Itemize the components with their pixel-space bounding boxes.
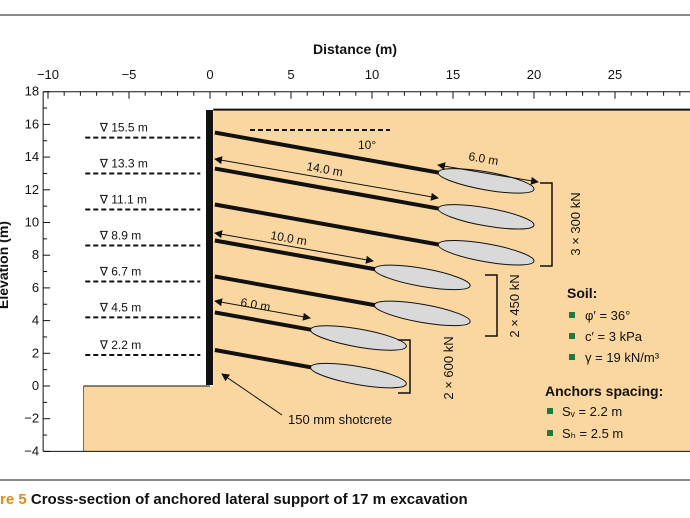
y-tick-label: 18 (25, 84, 39, 99)
x-tick-label: 20 (527, 67, 541, 82)
y-tick-label: −4 (24, 443, 39, 458)
bullet-icon (569, 354, 575, 360)
y-tick-label: 10 (25, 215, 39, 230)
y-tick-label: 6 (32, 280, 39, 295)
x-tick-label: −10 (37, 67, 59, 82)
y-tick-label: 8 (32, 247, 39, 262)
free-length-upper-label: 14.0 m (305, 159, 344, 179)
anchor-bond-zone (310, 325, 407, 351)
excavation-levels: ∇ 15.5 m ∇ 13.3 m ∇ 11.1 m ∇ 8.9 m ∇ 6.7 m ∇ … (85, 121, 201, 357)
y-tick-label: 12 (25, 182, 39, 197)
bracket-2x600 (398, 339, 411, 394)
anchor-bond-zone (373, 264, 471, 291)
x-tick-label: 0 (206, 67, 213, 82)
figure-number: re 5 (0, 491, 27, 508)
bond-length-label: 6.0 m (467, 149, 499, 168)
shotcrete-label: 150 mm shotcrete (288, 412, 392, 427)
bracket-2x450 (485, 274, 498, 337)
excavation-level-label: ∇ 6.7 m (99, 264, 141, 278)
bullet-icon (569, 312, 575, 318)
excavation-level-label: ∇ 13.3 m (99, 157, 148, 171)
anchor-tendon (214, 202, 449, 249)
caption-text: Cross-section of anchored lateral suppor… (26, 491, 468, 508)
excavation-level-label: ∇ 11.1 m (99, 193, 147, 207)
x-axis-ticks: −10 −5 0 5 10 15 20 25 (37, 67, 681, 99)
x-tick-label: −5 (122, 67, 137, 82)
free-length-lower-dimension (214, 298, 311, 321)
soil-item-cohesion: c′ = 3 kPa (585, 329, 643, 344)
load-group-brackets: 3 × 300 kN 2 × 450 kN 2 × 600 kN (398, 182, 583, 400)
y-axis-title: Elevation (m) (0, 221, 11, 309)
free-length-lower-label: 6.0 m (239, 295, 271, 314)
excavation-level-label: ∇ 8.9 m (99, 228, 141, 242)
y-tick-label: 4 (32, 313, 39, 328)
excavation-level-label: ∇ 15.5 m (99, 121, 148, 135)
y-tick-label: 14 (25, 149, 39, 164)
soil-title: Soil: (567, 285, 597, 301)
soil-item-unit-weight: γ = 19 kN/m³ (585, 350, 660, 365)
anchor-bond-zone (310, 362, 407, 389)
bullet-icon (569, 333, 575, 339)
x-axis-title: Distance (m) (313, 41, 397, 57)
free-length-middle-label: 10.0 m (269, 228, 308, 248)
x-tick-label: 25 (608, 67, 622, 82)
bullet-icon (547, 408, 553, 414)
soil-item-friction-angle: φ′ = 36° (585, 308, 630, 323)
y-axis-ticks: 18 16 14 12 10 8 6 4 2 0 −2 −4 (24, 84, 51, 458)
load-group-3x300-label: 3 × 300 kN (568, 192, 583, 255)
bullet-icon (547, 430, 553, 436)
anchor-bond-zone (437, 240, 535, 266)
dimension-lines: 6.0 m 14.0 m 10.0 m 6.0 m (214, 149, 539, 321)
figure-caption: re 5 Cross-section of anchored lateral s… (0, 491, 468, 508)
anchor-spacing-legend: Anchors spacing: Sᵥ = 2.2 m Sₕ = 2.5 m (545, 383, 663, 441)
x-tick-label: 10 (365, 67, 379, 82)
anchor-tendon (214, 274, 385, 309)
spacing-item-horizontal: Sₕ = 2.5 m (562, 426, 623, 441)
soil-properties-legend: Soil: φ′ = 36° c′ = 3 kPa γ = 19 kN/m³ (567, 285, 660, 365)
free-length-upper-dimension (214, 156, 439, 201)
anchor-tendon (214, 348, 321, 372)
x-tick-label: 15 (446, 67, 460, 82)
bracket-3x300 (540, 182, 553, 267)
free-length-middle-dimension (214, 230, 374, 264)
anchor-bond-zone (437, 204, 535, 230)
y-tick-label: −2 (24, 411, 39, 426)
shotcrete-pointer (221, 373, 283, 416)
excavation-level-label: ∇ 2.2 m (99, 338, 141, 352)
excavation-level-label: ∇ 4.5 m (99, 300, 141, 314)
bond-length-dimension (437, 162, 539, 185)
angle-label: 10° (358, 138, 376, 152)
anchors (214, 130, 535, 389)
spacing-title: Anchors spacing: (545, 383, 663, 399)
shotcrete-wall (206, 110, 213, 385)
anchor-bond-zone (373, 300, 471, 327)
y-tick-label: 2 (32, 345, 39, 360)
load-group-2x450-label: 2 × 450 kN (507, 274, 522, 337)
y-tick-label: 0 (32, 378, 39, 393)
load-group-2x600-label: 2 × 600 kN (441, 336, 456, 399)
x-tick-label: 5 (287, 67, 294, 82)
y-tick-label: 16 (25, 116, 39, 131)
spacing-item-vertical: Sᵥ = 2.2 m (562, 404, 622, 419)
